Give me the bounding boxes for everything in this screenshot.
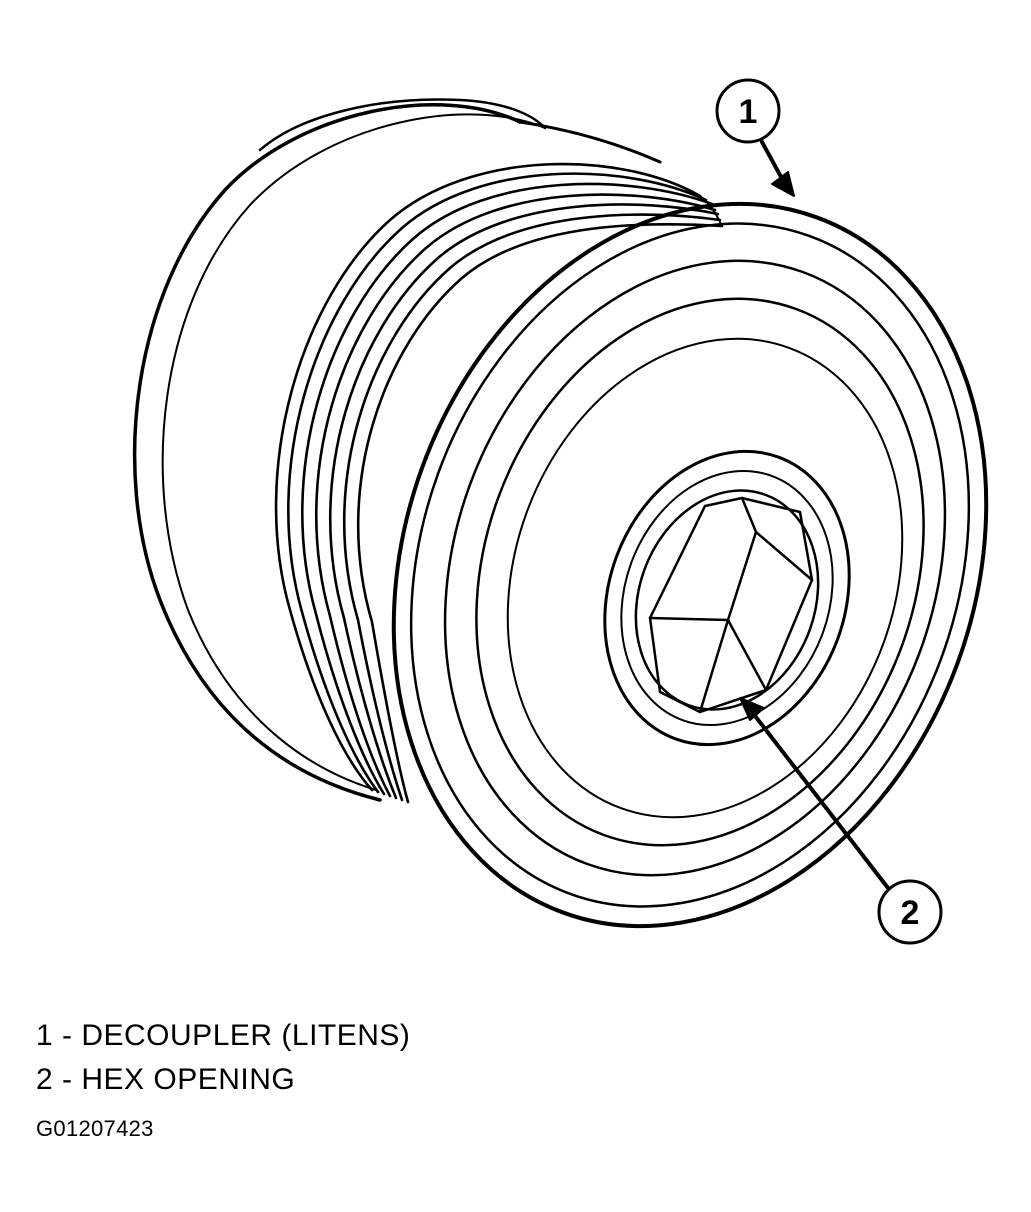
pulley-grooves xyxy=(274,162,724,804)
decoupler-pulley-illustration: 1 2 xyxy=(132,78,989,945)
legend: 1 - DECOUPLER (LITENS) 2 - HEX OPENING xyxy=(36,1014,736,1102)
front-flange xyxy=(391,201,989,929)
callout-2-number: 2 xyxy=(901,894,920,932)
hex-opening xyxy=(648,496,814,714)
callout-1-number: 1 xyxy=(739,93,758,131)
rear-flange xyxy=(132,98,662,802)
callout-2 xyxy=(739,697,943,945)
callout-1 xyxy=(715,78,795,197)
legend-item-decoupler: 1 - DECOUPLER (LITENS) xyxy=(36,1019,411,1052)
legend-item-hex-opening: 2 - HEX OPENING xyxy=(36,1063,296,1096)
figure-id: G01207423 xyxy=(36,1116,154,1141)
hub xyxy=(603,449,851,747)
